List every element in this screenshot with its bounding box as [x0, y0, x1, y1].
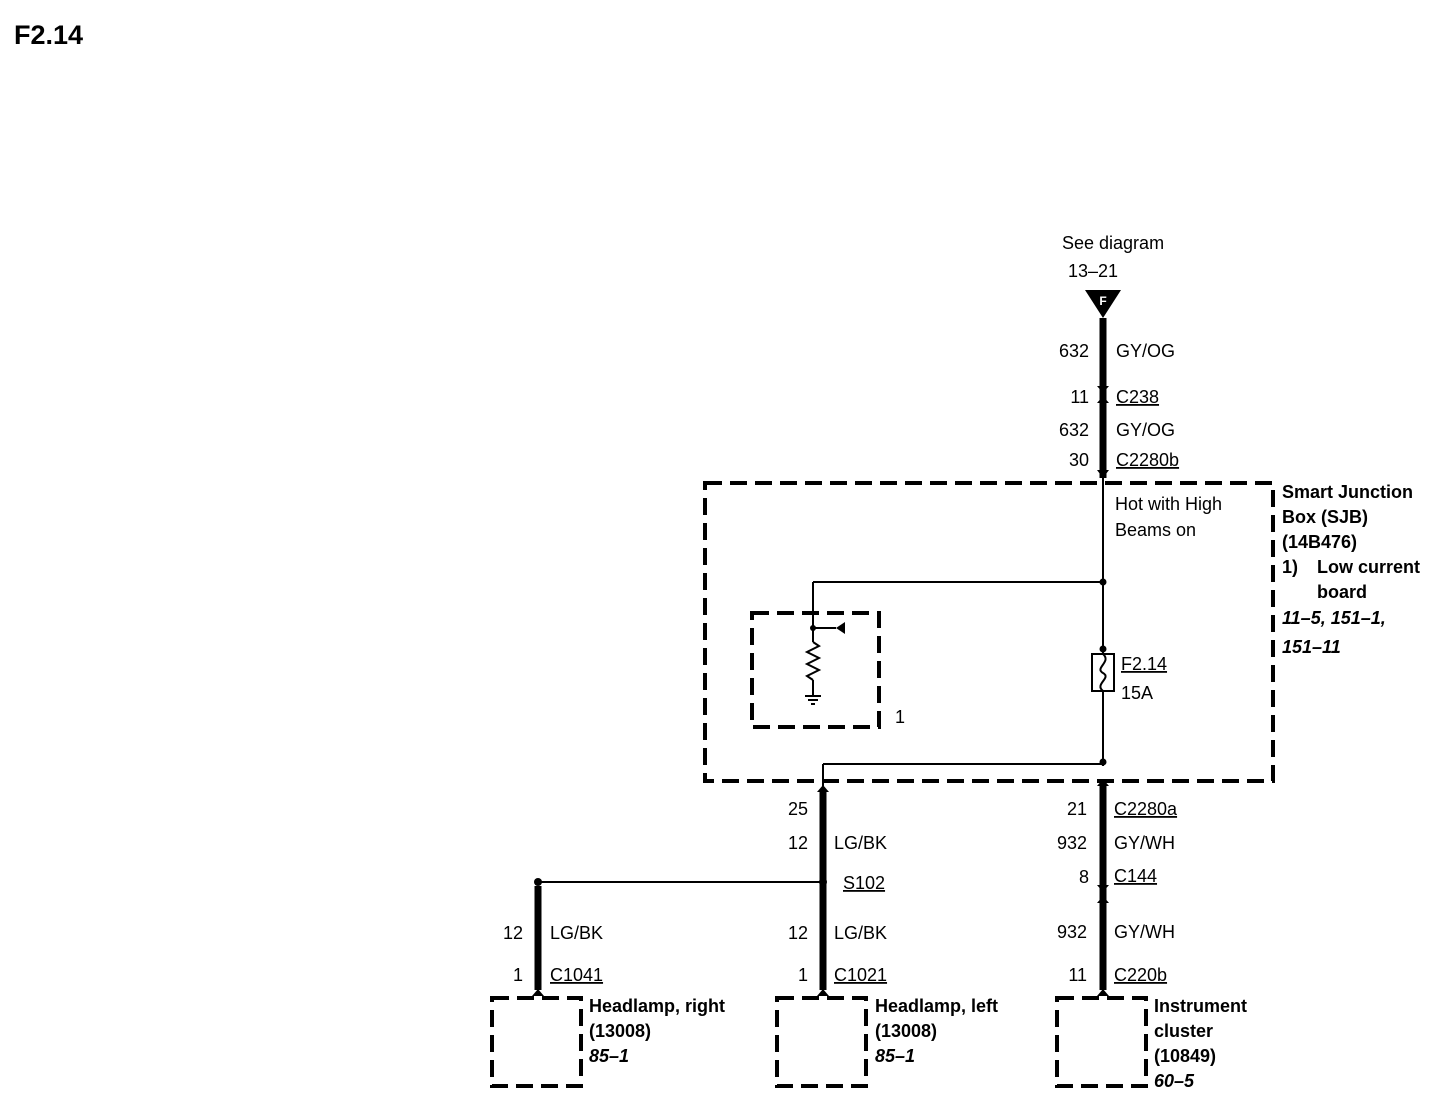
feed-wire	[1097, 318, 1109, 478]
sjb-title-line2: Box (SJB)	[1282, 507, 1368, 527]
right-wire-number: 12	[503, 923, 523, 943]
cluster-part-number: (10849)	[1154, 1046, 1216, 1066]
headlamp-right-box	[490, 996, 583, 1088]
left-headlamp-wire	[817, 785, 829, 996]
sjb-box	[703, 481, 1275, 783]
headlamp-left-name: Headlamp, left	[875, 996, 998, 1016]
c1041-pin: 1	[513, 965, 523, 985]
headlamp-left-part-number: (13008)	[875, 1021, 937, 1041]
left-wire2-number: 12	[788, 923, 808, 943]
left-wire1-color: LG/BK	[834, 833, 887, 853]
sjb-note-number: 1)	[1282, 557, 1298, 577]
feed-wire1-color: GY/OG	[1116, 341, 1175, 361]
source-label: See diagram	[1062, 233, 1164, 253]
page-title: F2.14	[14, 20, 83, 50]
c238-pin: 11	[1070, 387, 1089, 407]
instrument-cluster-box	[1055, 996, 1148, 1088]
sjb-ref-line1: 11–5, 151–1,	[1282, 608, 1386, 628]
cluster-name-line1: Instrument	[1154, 996, 1247, 1016]
fuse-name: F2.14	[1121, 654, 1167, 674]
feed-wire2-color: GY/OG	[1116, 420, 1175, 440]
headlamp-right-part-number: (13008)	[589, 1021, 651, 1041]
cluster-wire1-number: 932	[1057, 833, 1087, 853]
source-diagram-ref: 13–21	[1068, 261, 1118, 281]
c1041-connector: C1041	[550, 965, 603, 985]
cluster-wire2-color: GY/WH	[1114, 922, 1175, 942]
fuse-icon	[1091, 653, 1115, 692]
low-current-board-box	[750, 611, 881, 729]
c144-connector: C144	[1114, 866, 1157, 886]
c144-pin: 8	[1079, 867, 1089, 887]
cluster-ref: 60–5	[1154, 1071, 1195, 1091]
right-headlamp-wire	[532, 878, 823, 996]
sjb-hot-label-line2: Beams on	[1115, 520, 1196, 540]
headlamp-left-box	[775, 996, 868, 1088]
fuse-rating: 15A	[1121, 683, 1153, 703]
cluster-wire1-color: GY/WH	[1114, 833, 1175, 853]
c2280b-connector: C2280b	[1116, 450, 1179, 470]
sjb-title-line3: (14B476)	[1282, 532, 1357, 552]
c220b-connector: C220b	[1114, 965, 1167, 985]
left-wire1-number: 12	[788, 833, 808, 853]
sjb-ref-line2: 151–11	[1282, 637, 1341, 657]
c238-connector: C238	[1116, 387, 1159, 407]
feed-wire2-number: 632	[1059, 420, 1089, 440]
headlamp-right-ref: 85–1	[589, 1046, 629, 1066]
c220b-pin: 11	[1068, 965, 1087, 985]
feed-wire1-number: 632	[1059, 341, 1089, 361]
c1021-pin: 1	[798, 965, 808, 985]
headlamp-right-name: Headlamp, right	[589, 996, 725, 1016]
sjb-title-line1: Smart Junction	[1282, 482, 1413, 502]
source-connector-triangle-icon: F	[1085, 290, 1121, 318]
cluster-wire	[1097, 779, 1109, 996]
cluster-name-line2: cluster	[1154, 1021, 1213, 1041]
cluster-wire2-number: 932	[1057, 922, 1087, 942]
sjb-hot-label-line1: Hot with High	[1115, 494, 1222, 514]
c2280b-pin: 30	[1069, 450, 1089, 470]
right-wire-color: LG/BK	[550, 923, 603, 943]
low-current-board-label: 1	[895, 707, 905, 727]
c1021-connector: C1021	[834, 965, 887, 985]
sjb-note-line2: board	[1317, 582, 1367, 602]
left-sjb-pin: 25	[788, 799, 808, 819]
svg-text:F: F	[1099, 294, 1106, 308]
c2280a-connector: C2280a	[1114, 799, 1178, 819]
sjb-note-line1: Low current	[1317, 557, 1420, 577]
resistor-ground-icon	[804, 622, 845, 705]
splice-s102: S102	[843, 873, 885, 893]
headlamp-left-ref: 85–1	[875, 1046, 915, 1066]
left-wire2-color: LG/BK	[834, 923, 887, 943]
c2280a-pin: 21	[1067, 799, 1087, 819]
sjb-internal-wiring	[812, 478, 1107, 790]
